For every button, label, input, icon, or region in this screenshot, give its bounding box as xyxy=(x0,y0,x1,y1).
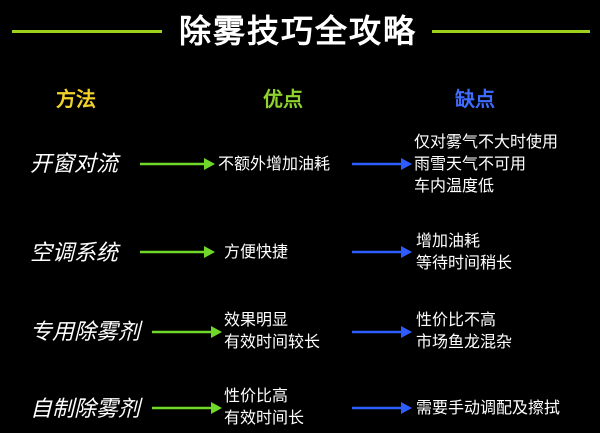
blue-arrow-icon xyxy=(352,158,412,170)
row-pros: 效果明显 有效时间较长 xyxy=(224,310,321,351)
row-method: 开窗对流 xyxy=(30,152,119,177)
row-pros: 不额外增加油耗 xyxy=(218,154,331,173)
row-pros: 性价比高 有效时间长 xyxy=(224,386,305,427)
blue-arrow-icon xyxy=(352,402,412,414)
row-cons: 增加油耗 等待时间稍长 xyxy=(416,231,513,272)
blue-arrow-icon xyxy=(352,246,412,258)
title-line-left xyxy=(12,30,162,33)
row-cons: 需要手动调配及擦拭 xyxy=(416,398,561,417)
page-title: 除雾技巧全攻略 xyxy=(178,12,417,50)
row-method: 空调系统 xyxy=(30,241,119,266)
row-cons: 仅对雾气不大时使用 雨雪天气不可用 车内温度低 xyxy=(414,132,559,195)
green-arrow-icon xyxy=(140,158,215,170)
header-pros: 优点 xyxy=(263,87,303,111)
row-method: 自制除雾剂 xyxy=(30,397,141,422)
green-arrow-icon xyxy=(152,326,222,338)
blue-arrow-icon xyxy=(352,326,412,338)
green-arrow-icon xyxy=(140,246,215,258)
row-pros: 方便快捷 xyxy=(224,242,289,261)
header-cons: 缺点 xyxy=(455,87,495,111)
header-method: 方法 xyxy=(56,87,96,111)
green-arrow-icon xyxy=(152,402,222,414)
row-method: 专用除雾剂 xyxy=(30,320,141,345)
row-cons: 性价比不高 市场鱼龙混杂 xyxy=(416,310,513,351)
title-line-right xyxy=(432,30,590,33)
